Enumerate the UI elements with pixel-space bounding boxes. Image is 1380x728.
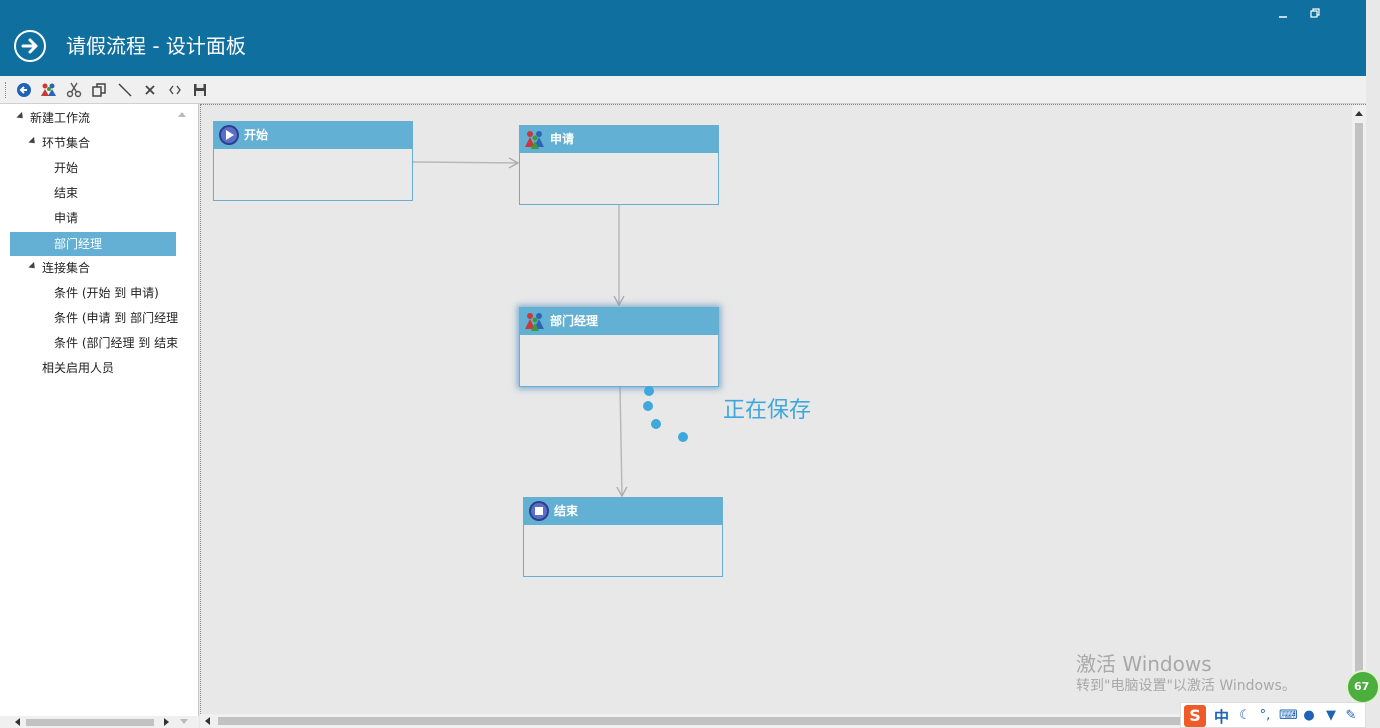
tree-related-staff[interactable]: 相关启用人员 xyxy=(42,361,115,375)
restore-icon[interactable] xyxy=(1304,6,1326,24)
people-icon xyxy=(525,131,544,149)
people-icon xyxy=(525,313,544,331)
stop-icon xyxy=(529,501,549,521)
activation-watermark-title: 激活 Windows xyxy=(1076,652,1212,676)
tree-link-manager-end[interactable]: 条件 (部门经理 到 结束 xyxy=(54,336,179,350)
x-icon xyxy=(145,85,155,95)
floppy-icon xyxy=(194,84,206,96)
wf-node-label: 申请 xyxy=(550,132,575,146)
draw-line-button[interactable] xyxy=(116,81,134,99)
copy-icon xyxy=(92,83,106,97)
sogou-logo-icon[interactable]: S xyxy=(1184,705,1206,727)
cut-button[interactable] xyxy=(65,81,83,99)
moon-icon[interactable]: ☾ xyxy=(1239,708,1251,723)
wf-node-header[interactable]: 部门经理 xyxy=(520,308,718,335)
canvas-vertical-scrollbar[interactable] xyxy=(1352,105,1366,716)
wf-node-start[interactable]: 开始 xyxy=(213,121,413,201)
scroll-left-icon[interactable] xyxy=(15,718,20,726)
tree-node-apply[interactable]: 申请 xyxy=(54,211,79,225)
code-icon xyxy=(169,85,181,95)
ime-mode[interactable]: 中 xyxy=(1214,708,1230,726)
spinner-dot xyxy=(644,386,654,396)
tree-link-start-apply[interactable]: 条件 (开始 到 申请) xyxy=(54,286,159,300)
wf-node-header[interactable]: 结束 xyxy=(524,498,722,525)
wf-node-header[interactable]: 开始 xyxy=(214,122,412,149)
activation-watermark-subtitle: 转到"电脑设置"以激活 Windows。 xyxy=(1076,678,1296,694)
toolbar-grip xyxy=(5,82,7,98)
scroll-left-icon[interactable] xyxy=(205,717,210,725)
scroll-thumb[interactable] xyxy=(26,719,154,726)
add-node-button[interactable] xyxy=(40,81,58,99)
minimize-icon[interactable] xyxy=(1272,6,1294,24)
ime-toolbar: S 中 ☾ °, ⌨ ● ▼ ✎ xyxy=(1180,702,1366,728)
scissors-icon xyxy=(66,82,82,98)
saving-status: 正在保存 xyxy=(723,398,812,423)
expand-arrow-icon[interactable] xyxy=(28,136,38,147)
toolbar xyxy=(0,76,1366,104)
wf-node-label: 结束 xyxy=(554,504,579,518)
canvas-horizontal-scrollbar[interactable] xyxy=(200,714,1352,728)
spinner-dot xyxy=(651,419,661,429)
wf-node-label: 部门经理 xyxy=(550,314,599,328)
scroll-thumb[interactable] xyxy=(218,717,1338,725)
tree-node-end[interactable]: 结束 xyxy=(54,186,79,200)
wf-node-end[interactable]: 结束 xyxy=(523,497,723,577)
copy-button[interactable] xyxy=(90,81,108,99)
scroll-down-icon[interactable] xyxy=(180,719,188,724)
expand-arrow-icon[interactable] xyxy=(16,111,26,122)
people-icon xyxy=(41,83,56,96)
expand-arrow-icon[interactable] xyxy=(28,261,38,272)
source-button[interactable] xyxy=(166,81,184,99)
title-bar: 请假流程 - 设计面板 xyxy=(0,0,1366,76)
scroll-up-icon[interactable] xyxy=(1355,111,1363,116)
scroll-thumb[interactable] xyxy=(1355,123,1363,713)
wf-node-apply[interactable]: 申请 xyxy=(519,125,719,205)
line-icon xyxy=(118,83,132,97)
perf-badge[interactable]: 67 xyxy=(1346,670,1380,704)
wf-node-label: 开始 xyxy=(244,128,269,142)
tree-node-manager[interactable]: 部门经理 xyxy=(10,232,176,256)
arrow-right-circle-icon[interactable] xyxy=(14,30,46,62)
scroll-right-icon[interactable] xyxy=(164,718,169,726)
design-canvas[interactable] xyxy=(200,104,1366,728)
scroll-up-icon[interactable] xyxy=(178,112,186,117)
back-circle-icon xyxy=(17,83,31,97)
tools-icon[interactable]: ✎ xyxy=(1345,708,1357,723)
play-icon xyxy=(219,125,239,145)
window-title: 请假流程 - 设计面板 xyxy=(66,34,246,58)
punctuation-icon[interactable]: °, xyxy=(1259,708,1271,723)
save-button[interactable] xyxy=(191,81,209,99)
keyboard-icon[interactable]: ⌨ xyxy=(1279,708,1298,723)
user-icon[interactable]: ● xyxy=(1303,708,1315,723)
workflow-tree: 新建工作流 环节集合 开始 结束 申请 部门经理 连接集合 条件 (开始 到 申… xyxy=(0,104,199,728)
wf-node-manager[interactable]: 部门经理 xyxy=(519,307,719,387)
tree-link-apply-manager[interactable]: 条件 (申请 到 部门经理 xyxy=(54,311,179,325)
wf-node-header[interactable]: 申请 xyxy=(520,126,718,153)
spinner-dot xyxy=(643,401,653,411)
delete-button[interactable] xyxy=(141,81,159,99)
shirt-icon[interactable]: ▼ xyxy=(1326,708,1336,723)
back-button[interactable] xyxy=(15,81,33,99)
tree-root[interactable]: 新建工作流 xyxy=(30,111,91,125)
tree-horizontal-scrollbar[interactable] xyxy=(0,716,199,728)
tree-node-start[interactable]: 开始 xyxy=(54,161,79,175)
tree-nodes-group[interactable]: 环节集合 xyxy=(42,136,91,150)
spinner-dot xyxy=(678,432,688,442)
tree-links-group[interactable]: 连接集合 xyxy=(42,261,91,275)
